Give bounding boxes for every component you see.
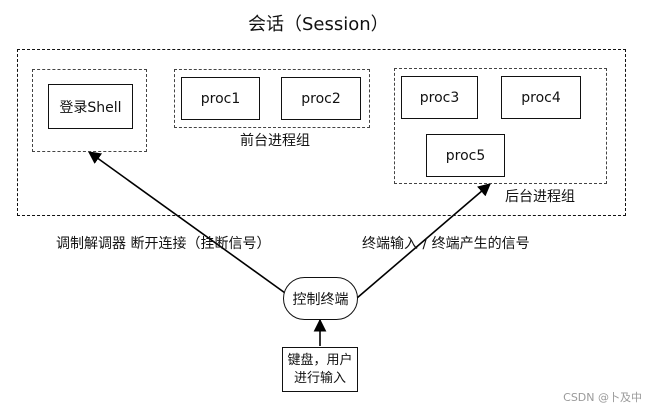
background-process-group	[394, 68, 607, 184]
proc2-box: proc2	[281, 77, 361, 120]
session-title: 会话（Session）	[248, 14, 389, 35]
foreground-group-label: 前台进程组	[240, 133, 310, 149]
foreground-process-group	[174, 69, 370, 128]
arrow-to-login-shell	[87, 151, 293, 299]
watermark: CSDN @卜及中	[563, 391, 642, 404]
login-shell-box: 登录Shell	[48, 84, 133, 129]
proc4-box: proc4	[501, 76, 581, 119]
session-container	[17, 49, 626, 216]
arrow-to-background-group	[356, 183, 491, 299]
keyboard-line-2: 进行输入	[293, 370, 346, 386]
background-group-label: 后台进程组	[505, 189, 575, 205]
proc5-box: proc5	[426, 134, 505, 177]
keyboard-input-box: 键盘，用户 进行输入	[282, 347, 358, 392]
control-terminal-box: 控制终端	[283, 277, 358, 320]
keyboard-line-1: 键盘，用户	[287, 352, 353, 368]
proc3-box: proc3	[401, 76, 478, 119]
proc1-box: proc1	[181, 77, 260, 120]
login-shell-group	[32, 69, 147, 152]
right-arrow-label: 终端输入 / 终端产生的信号	[362, 236, 530, 252]
left-arrow-label: 调制解调器 断开连接（挂断信号）	[56, 236, 271, 252]
